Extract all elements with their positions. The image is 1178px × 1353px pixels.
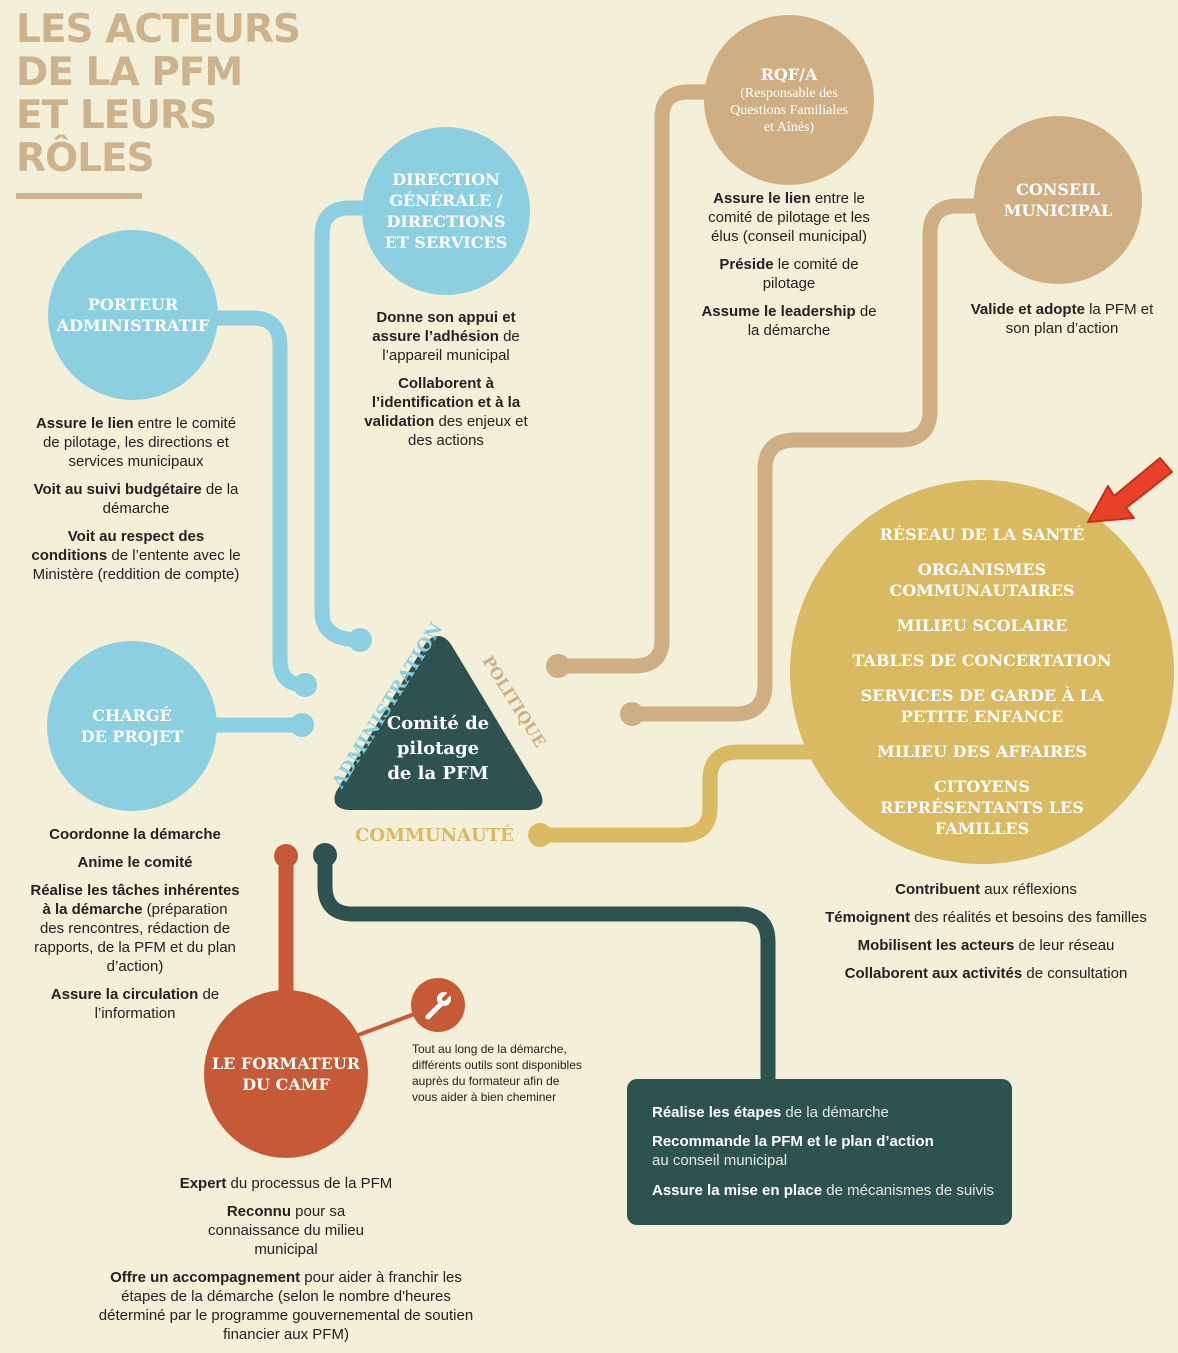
title-rule [16, 193, 142, 199]
circle-label: PORTEUR [87, 295, 179, 314]
role-item: Anime le comité [77, 854, 193, 871]
circle-label: CONSEIL [1016, 180, 1100, 199]
circle-label: DIRECTION [392, 170, 500, 189]
porteur-roles: Assure le lien entre le comité de pilota… [30, 414, 242, 593]
circle-label: DE PROJET [80, 727, 184, 746]
committee-label: Comité de pilotage de la PFM [338, 711, 538, 786]
circle-label: RQF/A [760, 65, 818, 84]
role-item: Assure la mise en place de mécanismes de… [652, 1182, 994, 1199]
conseil-roles: Valide et adopte la PFM et son plan d’ac… [962, 300, 1162, 347]
charge-de-projet-circle: CHARGÉ DE PROJET [47, 641, 217, 811]
charge-roles: Coordonne la démarche Anime le comité Ré… [30, 825, 240, 1032]
direction-generale-circle: DIRECTION GÉNÉRALE / DIRECTIONS ET SERVI… [362, 127, 530, 295]
communaute-circle [790, 480, 1174, 864]
title-line: DE LA PFM [16, 50, 243, 95]
rqfa-roles: Assure le lien entre le comité de pilota… [696, 189, 882, 349]
role-item: Reconnu pour sa connaissance du milieu m… [208, 1203, 364, 1258]
porteur-administratif-circle: PORTEUR ADMINISTRATIF [48, 230, 218, 400]
role-item: Contribuent aux réflexions [895, 881, 1077, 898]
role-item: Collaborent à l’identification et à la v… [364, 375, 528, 449]
role-item: Valide et adopte la PFM et son plan d’ac… [970, 301, 1154, 337]
circle-sublabel: Questions Familiales [730, 103, 848, 118]
circle-label: MUNICIPAL [1003, 201, 1113, 220]
circle-label: DIRECTIONS [386, 212, 506, 231]
group-item: TABLES DE CONCERTATION [852, 651, 1112, 670]
communaute-roles: Contribuent aux réflexions Témoignent de… [800, 880, 1172, 992]
direction-roles: Donne son appui et assure l’adhésion de … [358, 308, 534, 459]
role-item: Réalise les étapes de la démarche [652, 1104, 889, 1121]
communaute-groups: RÉSEAU DE LA SANTÉ ORGANISMES COMMUNAUTA… [800, 524, 1164, 853]
circle-label: CHARGÉ [92, 706, 172, 725]
red-arrow-icon [1087, 457, 1173, 523]
circle-sublabel: (Responsable des [740, 86, 838, 101]
group-item: MILIEU SCOLAIRE [896, 616, 1068, 635]
title-line: RÔLES [16, 136, 155, 181]
group-item: MILIEU DES AFFAIRES [877, 742, 1087, 761]
role-item: Préside le comité de pilotage [719, 256, 859, 292]
axis-communaute: COMMUNAUTÉ [355, 825, 514, 846]
formateur-camf-circle: LE FORMATEUR DU CAMF [204, 990, 368, 1158]
committee-triangle [334, 636, 543, 810]
role-item: Assume le leadership de la démarche [701, 303, 877, 339]
role-item: Assure le lien entre le comité de pilota… [708, 190, 870, 245]
role-item: Témoignent des réalités et besoins des f… [825, 909, 1147, 926]
role-item: Voit au suivi budgétaire de la démarche [33, 481, 239, 517]
circle-label: GÉNÉRALE / [389, 191, 503, 210]
title-line: LES ACTEURS [16, 7, 301, 52]
title-line: ET LEURS [16, 93, 217, 138]
group-item: CITOYENS REPRÉSENTANTS LES FAMILLES [880, 777, 1084, 838]
circle-label: ET SERVICES [384, 233, 508, 252]
role-item: Voit au respect des conditions de l’ente… [31, 528, 241, 583]
role-item: Coordonne la démarche [49, 826, 221, 843]
role-item: Collaborent aux activités de consultatio… [844, 965, 1128, 982]
role-item: Réalise les tâches inhérentes à la démar… [30, 882, 240, 975]
committee-label-line: pilotage [396, 738, 480, 759]
committee-label-line: de la PFM [387, 763, 489, 784]
role-item: Assure le lien entre le comité de pilota… [35, 415, 237, 470]
conseil-municipal-circle: CONSEIL MUNICIPAL [974, 116, 1142, 284]
committee-roles-box: Réalise les étapes de la démarche Recomm… [627, 1079, 1012, 1225]
committee-label-line: Comité de [386, 713, 490, 734]
tool-note: Tout au long de la démarche, différents … [412, 1042, 582, 1104]
rqfa-circle: RQF/A (Responsable des Questions Familia… [704, 15, 874, 185]
role-item: Mobilisent les acteurs de leur réseau [857, 937, 1115, 954]
role-item: Assure la circulation de l’information [50, 986, 220, 1022]
circle-label: ADMINISTRATIF [56, 316, 210, 335]
group-item: SERVICES DE GARDE À LA PETITE ENFANCE [860, 686, 1104, 726]
role-item: Expert du processus de la PFM [179, 1175, 393, 1192]
role-item: Recommande la PFM et le plan d’action au… [652, 1133, 934, 1169]
role-item: Donne son appui et assure l’adhésion de … [372, 309, 520, 364]
circle-label: LE FORMATEUR [211, 1054, 361, 1073]
formateur-roles: Expert du processus de la PFM Reconnu po… [98, 1174, 474, 1353]
wrench-icon [411, 978, 465, 1032]
circle-label: DU CAMF [242, 1075, 330, 1094]
page-title: LES ACTEURS DE LA PFM ET LEURS RÔLES [16, 8, 316, 180]
group-item: RÉSEAU DE LA SANTÉ [879, 525, 1085, 544]
group-item: ORGANISMES COMMUNAUTAIRES [889, 560, 1075, 600]
circle-sublabel: et Aînés) [763, 120, 815, 135]
